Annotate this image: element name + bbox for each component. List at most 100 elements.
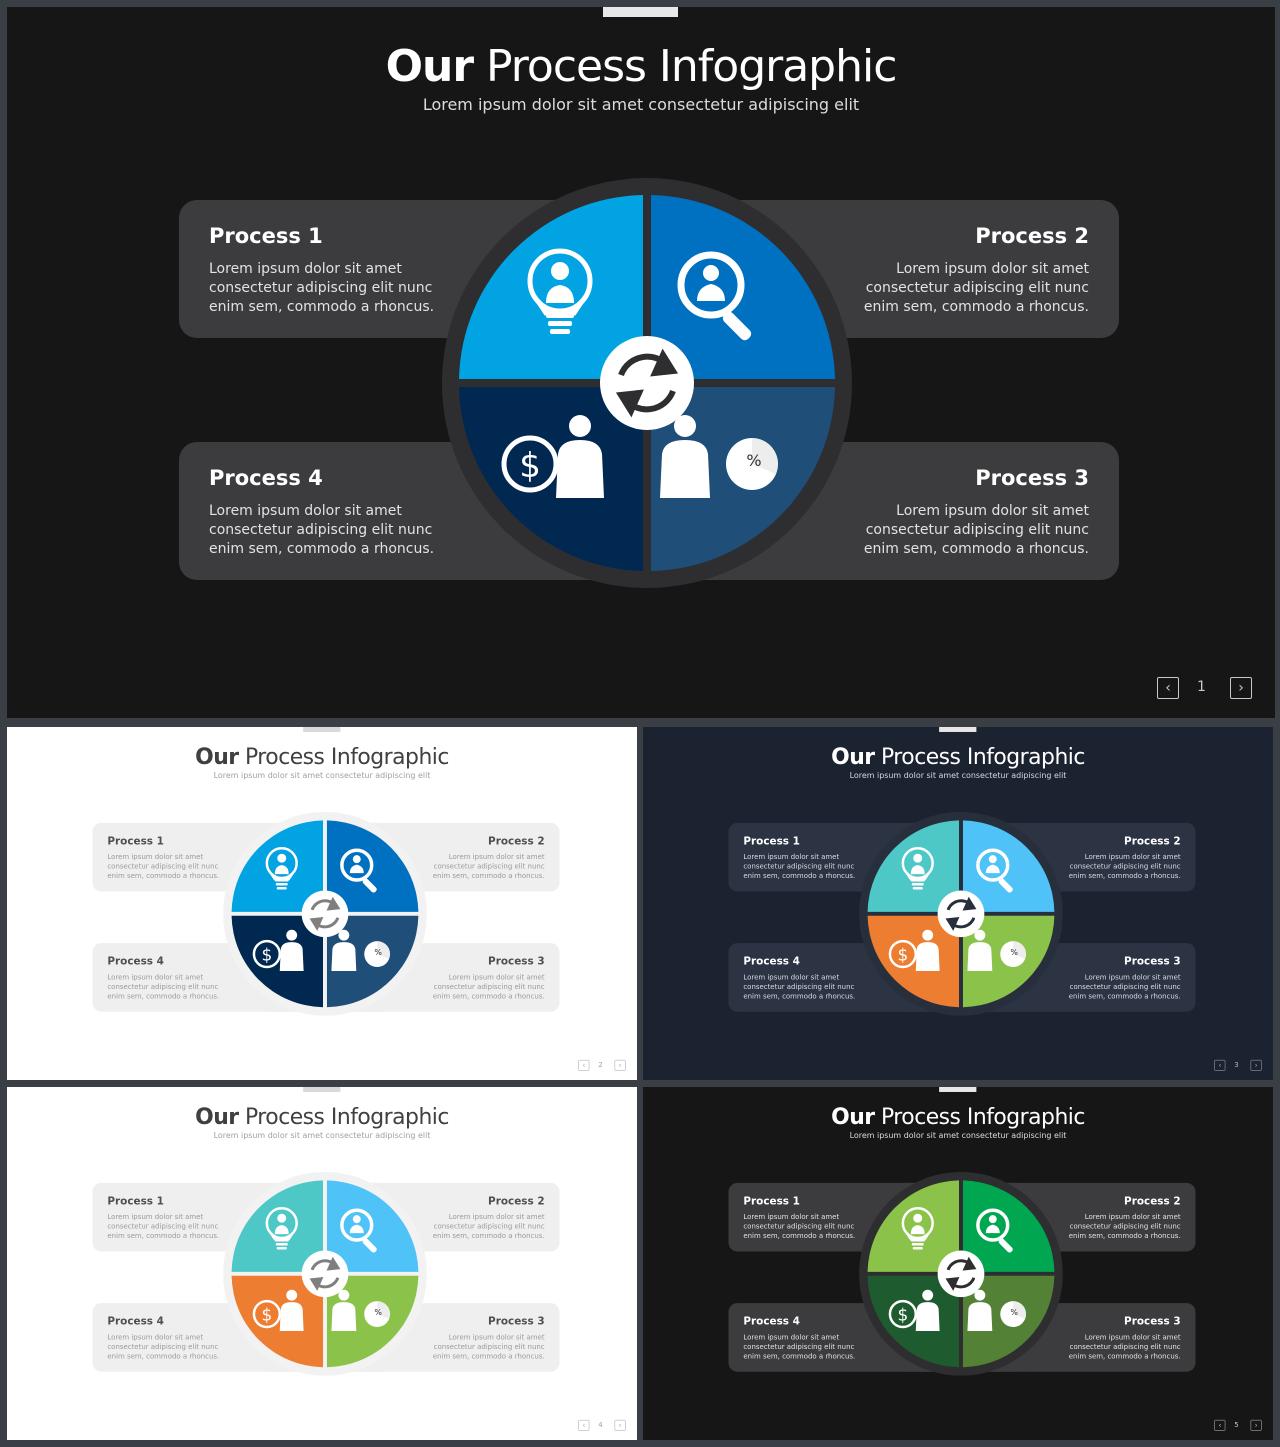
chevron-left-icon: ‹ — [1218, 1421, 1222, 1430]
process-text: Lorem ipsum dolor sit amet consectetur a… — [743, 1213, 856, 1241]
process-title: Process 1 — [107, 834, 164, 847]
next-page-button[interactable]: › — [614, 1419, 626, 1431]
process-text: Lorem ipsum dolor sit amet consectetur a… — [1068, 973, 1181, 1001]
process-text: Lorem ipsum dolor sit amet consectetur a… — [1068, 853, 1181, 881]
chevron-right-icon: › — [618, 1421, 622, 1430]
process-wheel: % $ — [859, 1171, 1063, 1376]
process-text: Lorem ipsum dolor sit amet consectetur a… — [432, 973, 545, 1001]
chevron-left-icon: ‹ — [1165, 680, 1171, 696]
title-rest: Process Infographic — [238, 743, 449, 770]
slide-title: Our Process Infographic — [643, 744, 1273, 769]
chevron-right-icon: › — [1238, 680, 1244, 696]
slide-5[interactable]: Our Process Infographic Lorem ipsum dolo… — [643, 1087, 1273, 1440]
refresh-cycle-icon — [615, 348, 679, 418]
process-title: Process 4 — [743, 955, 800, 967]
page-number: 2 — [598, 1060, 603, 1069]
lightbulb-person-icon — [265, 846, 298, 890]
magnifier-person-icon — [976, 1208, 1013, 1253]
slide-2[interactable]: Our Process Infographic Lorem ipsum dolo… — [7, 727, 637, 1080]
chevron-right-icon: › — [618, 1061, 622, 1070]
process-title: Process 4 — [107, 955, 164, 967]
process-text: Lorem ipsum dolor sit amet consectetur a… — [743, 1333, 856, 1361]
process-text: Lorem ipsum dolor sit amet consectetur a… — [432, 1333, 545, 1361]
dollar-person-icon: $ — [252, 1289, 304, 1331]
magnifier-person-icon — [976, 848, 1013, 893]
process-text: Lorem ipsum dolor sit amet consectetur a… — [863, 261, 1089, 315]
dollar-person-icon: $ — [501, 415, 604, 498]
process-title: Process 2 — [1124, 834, 1181, 847]
center-hub — [301, 890, 349, 938]
process-text: Lorem ipsum dolor sit amet consectetur a… — [107, 1213, 220, 1241]
process-text: Lorem ipsum dolor sit amet consectetur a… — [432, 1213, 545, 1241]
next-page-button[interactable]: › — [1250, 1419, 1262, 1431]
lightbulb-person-icon — [265, 1206, 298, 1250]
prev-page-button[interactable]: ‹ — [1214, 1419, 1226, 1431]
wheel-quadrant-1 — [231, 1180, 323, 1272]
center-hub — [600, 336, 694, 430]
next-page-button[interactable]: › — [1250, 1059, 1262, 1071]
svg-text:$: $ — [261, 945, 272, 965]
next-page-button[interactable]: › — [614, 1059, 626, 1071]
dollar-person-icon: $ — [888, 1289, 940, 1331]
process-text: Lorem ipsum dolor sit amet consectetur a… — [863, 503, 1089, 557]
process-title: Process 3 — [1124, 1315, 1181, 1327]
process-title: Process 2 — [1124, 1194, 1181, 1207]
svg-text:%: % — [746, 451, 761, 470]
svg-text:$: $ — [261, 1305, 272, 1325]
svg-text:$: $ — [897, 1305, 908, 1325]
process-title: Process 1 — [107, 1194, 164, 1207]
prev-page-button[interactable]: ‹ — [578, 1419, 590, 1431]
chevron-left-icon: ‹ — [1218, 1061, 1222, 1070]
wheel-quadrant-1 — [867, 1180, 959, 1272]
process-text: Lorem ipsum dolor sit amet consectetur a… — [209, 503, 435, 557]
slide-title: Our Process Infographic — [7, 41, 1275, 92]
process-title: Process 1 — [743, 834, 800, 847]
prev-page-button[interactable]: ‹ — [578, 1059, 590, 1071]
pie-chart-person-icon: % — [331, 1289, 391, 1331]
next-page-button[interactable]: › — [1230, 677, 1252, 699]
title-rest: Process Infographic — [874, 743, 1085, 770]
process-wheel: % $ — [442, 178, 852, 588]
slide-top-bar — [303, 1087, 341, 1092]
pie-chart-person-icon: % — [660, 415, 778, 498]
wheel-quadrant-1 — [459, 195, 643, 379]
process-text: Lorem ipsum dolor sit amet consectetur a… — [743, 973, 856, 1001]
slide-canvas: Our Process Infographic Lorem ipsum dolo… — [643, 727, 1273, 1080]
title-rest: Process Infographic — [238, 1103, 449, 1130]
chevron-left-icon: ‹ — [582, 1421, 586, 1430]
svg-text:%: % — [374, 948, 382, 957]
dollar-person-icon: $ — [252, 929, 304, 971]
slide-1[interactable]: Our Process Infographic Lorem ipsum dolo… — [7, 7, 1275, 718]
process-text: Lorem ipsum dolor sit amet consectetur a… — [432, 853, 545, 881]
slide-canvas: Our Process Infographic Lorem ipsum dolo… — [643, 1087, 1273, 1440]
lightbulb-person-icon — [527, 248, 593, 334]
slide-subtitle: Lorem ipsum dolor sit amet consectetur a… — [849, 1130, 1067, 1141]
svg-text:$: $ — [519, 446, 541, 486]
lightbulb-person-icon — [901, 1206, 934, 1250]
process-title: Process 1 — [209, 224, 323, 248]
refresh-cycle-icon — [945, 1256, 977, 1291]
svg-text:%: % — [374, 1308, 382, 1317]
title-bold: Our — [831, 1103, 875, 1130]
page-number: 3 — [1234, 1060, 1239, 1069]
title-rest: Process Infographic — [874, 1103, 1085, 1130]
prev-page-button[interactable]: ‹ — [1214, 1059, 1226, 1071]
page-number: 5 — [1234, 1420, 1239, 1429]
chevron-right-icon: › — [1254, 1421, 1258, 1430]
title-bold: Our — [831, 743, 875, 770]
title-bold: Our — [195, 743, 239, 770]
lightbulb-person-icon — [901, 846, 934, 890]
prev-page-button[interactable]: ‹ — [1157, 677, 1179, 699]
slide-4[interactable]: Our Process Infographic Lorem ipsum dolo… — [7, 1087, 637, 1440]
process-wheel: % $ — [223, 1171, 427, 1376]
slide-3[interactable]: Our Process Infographic Lorem ipsum dolo… — [643, 727, 1273, 1080]
page-number: 4 — [598, 1420, 603, 1429]
process-title: Process 3 — [975, 466, 1089, 490]
process-text: Lorem ipsum dolor sit amet consectetur a… — [107, 973, 220, 1001]
pie-chart-person-icon: % — [967, 1289, 1027, 1331]
magnifier-person-icon — [677, 251, 752, 341]
process-title: Process 3 — [488, 955, 545, 967]
slide-subtitle: Lorem ipsum dolor sit amet consectetur a… — [849, 770, 1067, 781]
refresh-cycle-icon — [945, 896, 977, 931]
process-text: Lorem ipsum dolor sit amet consectetur a… — [1068, 1213, 1181, 1241]
